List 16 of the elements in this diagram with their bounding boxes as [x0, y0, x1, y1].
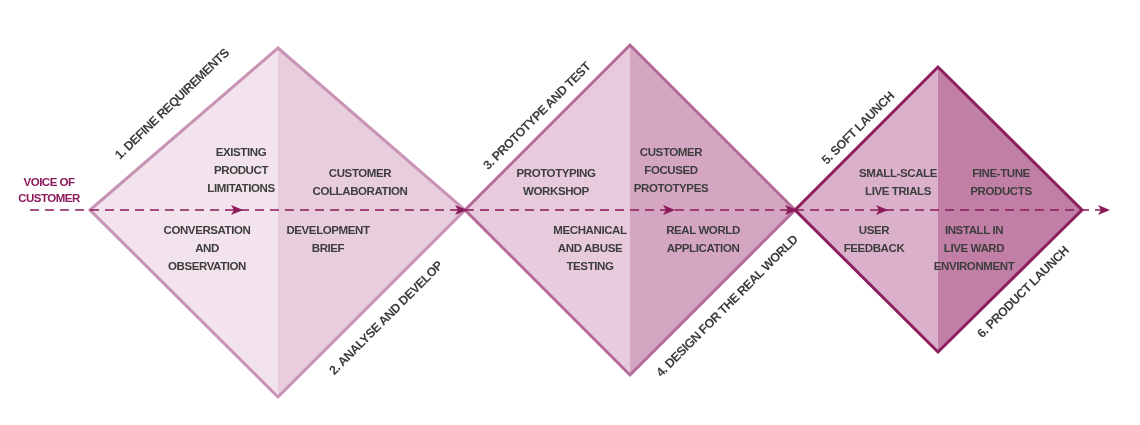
step-text: EXISTING PRODUCT LIMITATIONS: [206, 145, 276, 196]
step-text: SMALL-SCALE LIVE TRIALS: [858, 166, 938, 199]
step-text: INSTALL IN LIVE WARD ENVIRONMENT: [932, 223, 1016, 274]
step-text: REAL WORLD APPLICATION: [665, 223, 741, 256]
dashed-arrow: [794, 205, 1110, 215]
step-text: CUSTOMER COLLABORATION: [311, 166, 409, 199]
step-text: MECHANICAL AND ABUSE TESTING: [552, 223, 628, 274]
step-text: PROTOTYPING WORKSHOP: [515, 166, 597, 199]
step-text: USER FEEDBACK: [842, 223, 906, 256]
dashed-arrow: [89, 205, 466, 215]
step-text: CUSTOMER FOCUSED PROTOTYPES: [632, 145, 710, 196]
step-text: DEVELOPMENT BRIEF: [285, 223, 371, 256]
input-label: VOICE OF CUSTOMER: [14, 174, 84, 210]
step-text: FINE-TUNE PRODUCTS: [969, 166, 1033, 199]
step-text: CONVERSATION AND OBSERVATION: [162, 223, 252, 274]
dashed-arrow: [464, 205, 796, 215]
